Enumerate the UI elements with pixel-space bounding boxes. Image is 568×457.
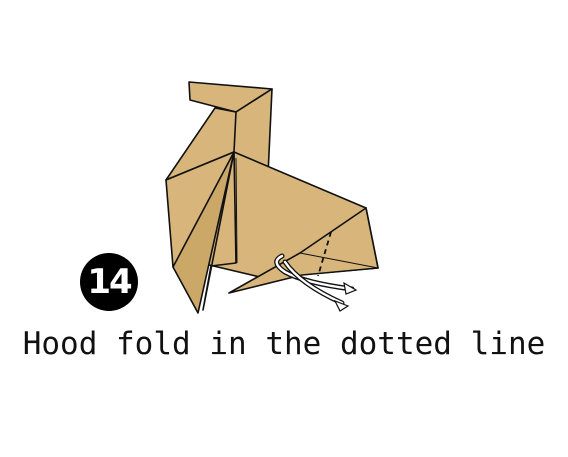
instruction-caption: Hood fold in the dotted line	[22, 326, 546, 362]
body-crease	[235, 157, 238, 264]
hood-fold-arrow-icon	[274, 253, 358, 312]
dotted-fold-line	[317, 231, 332, 277]
origami-deer-icon	[165, 81, 379, 314]
crease-lines	[235, 157, 379, 269]
step-number-badge: 14	[80, 253, 138, 311]
hind-leg-shape	[228, 207, 379, 294]
front-leg-left-shape	[172, 151, 235, 314]
leg-crease	[299, 252, 379, 269]
front-leg-right-shape	[202, 151, 237, 311]
